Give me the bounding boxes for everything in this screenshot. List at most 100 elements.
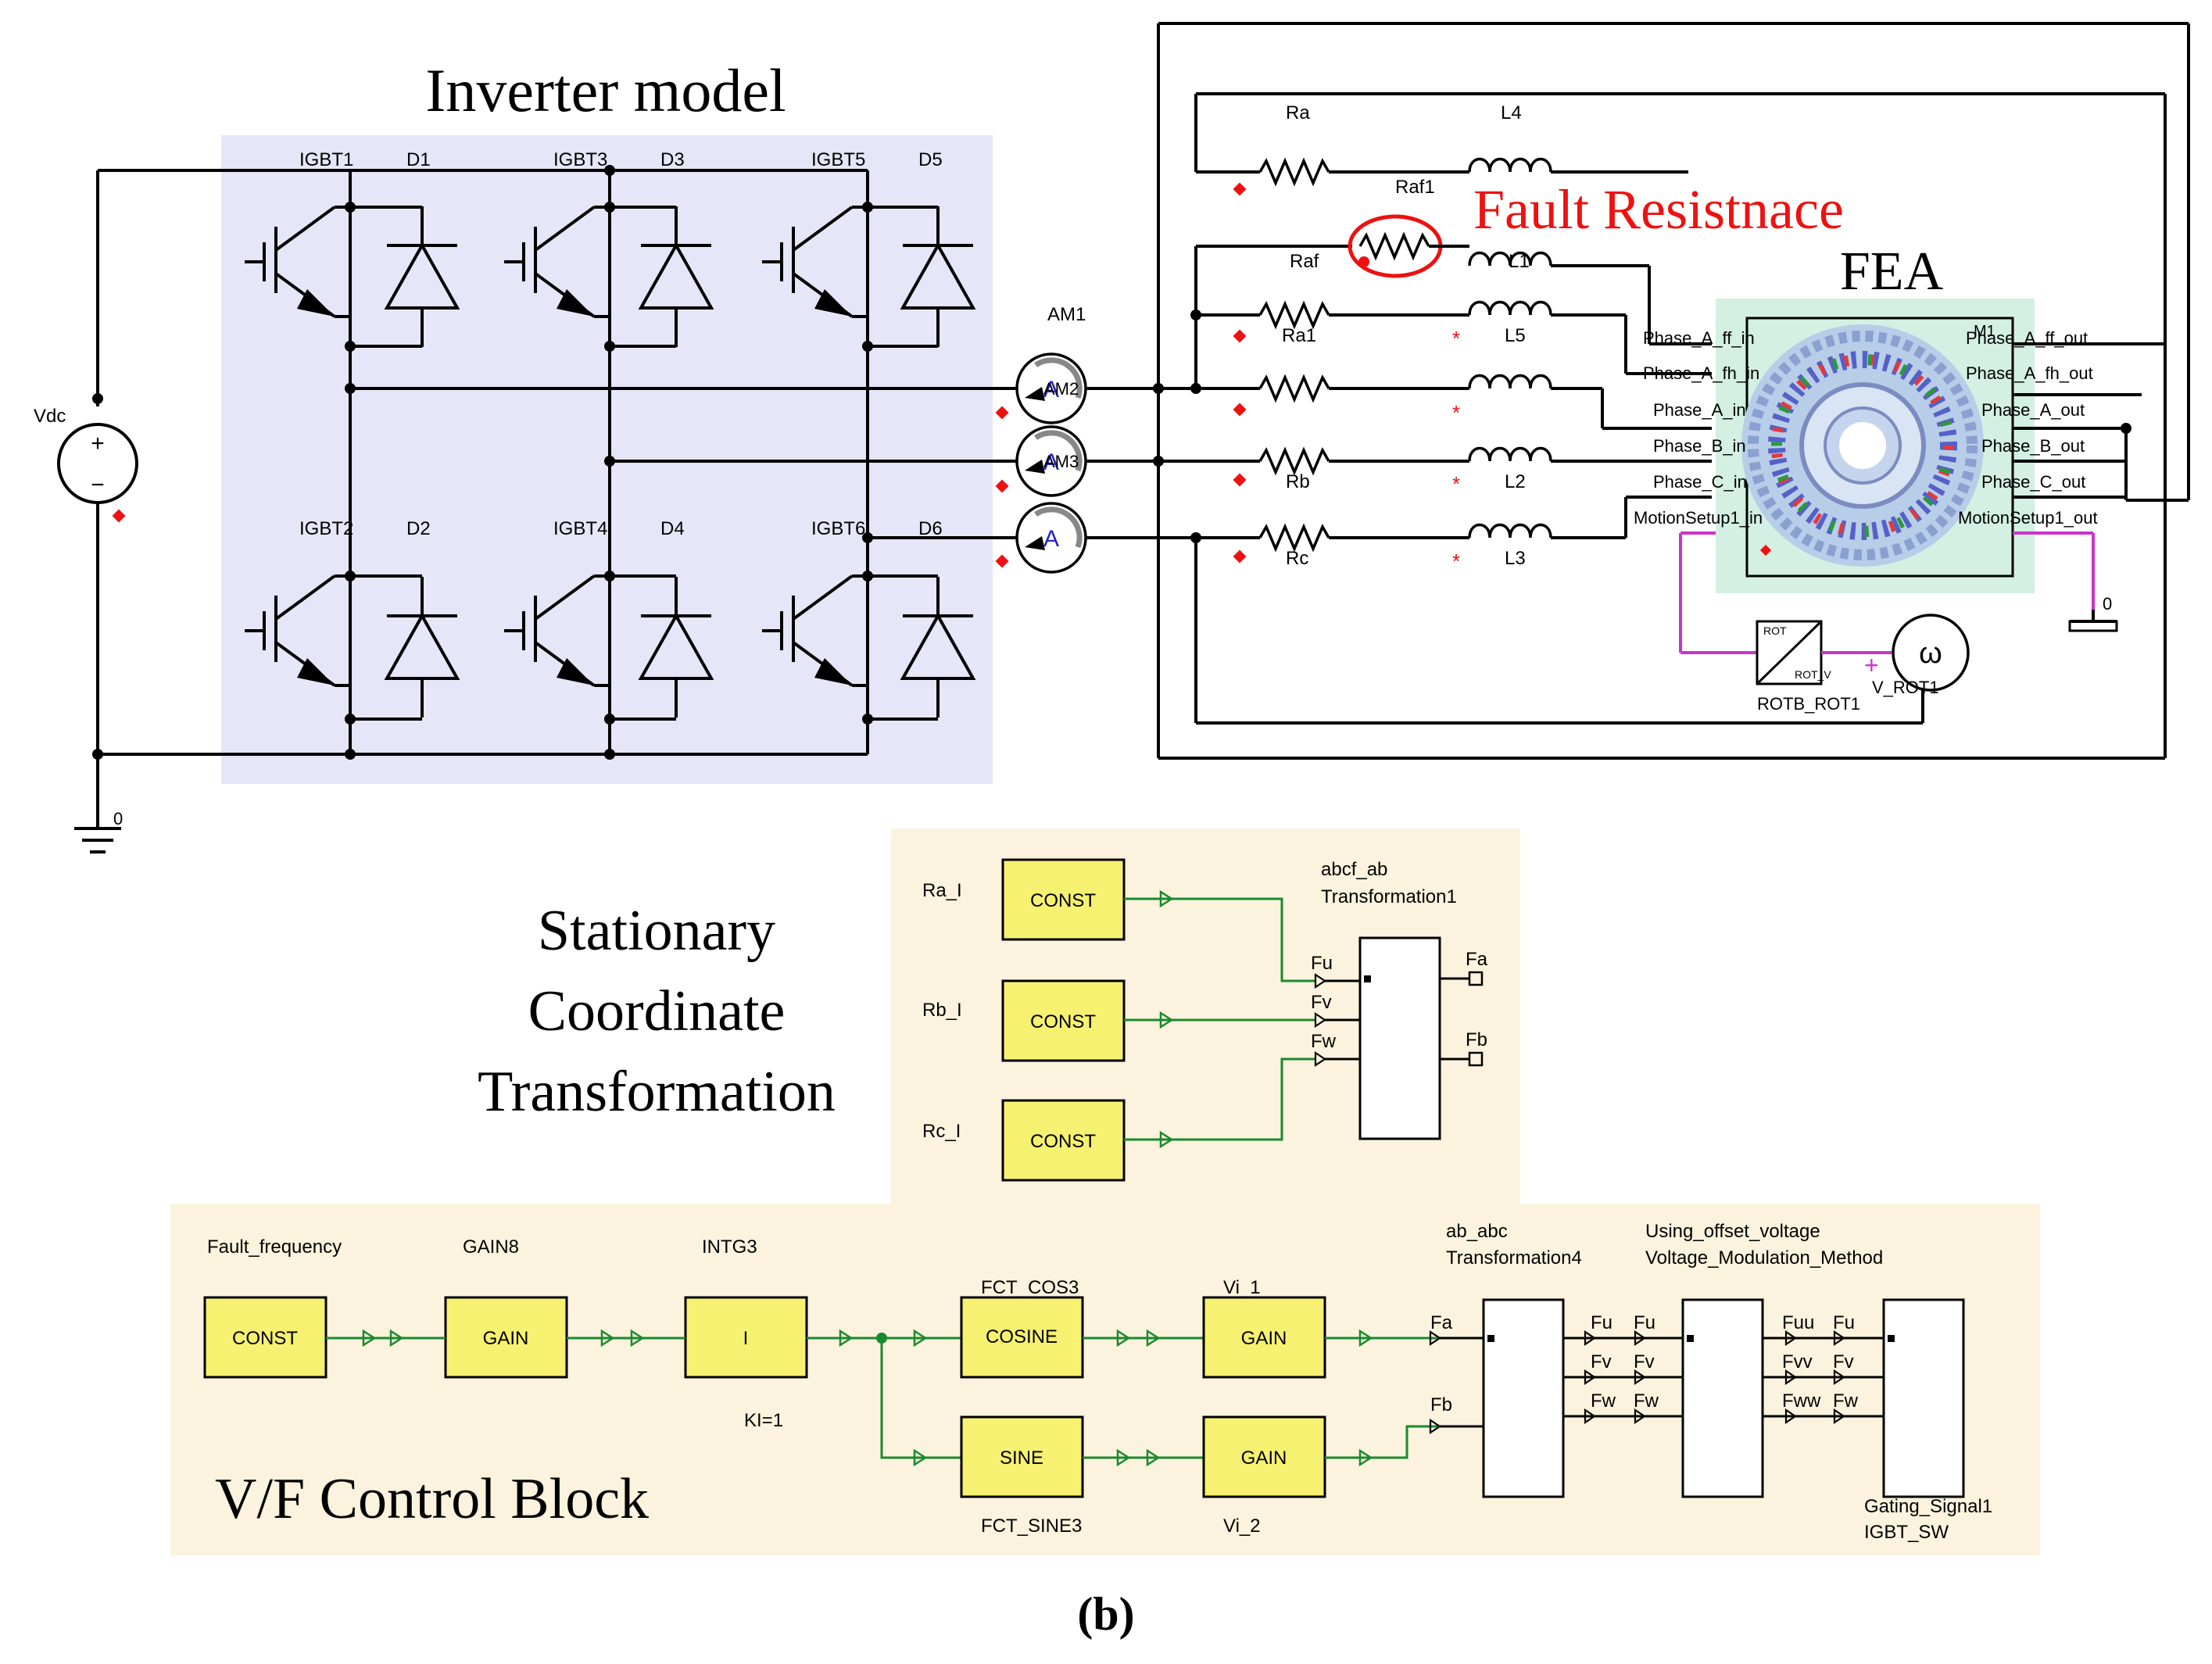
svg-text:−: − bbox=[91, 472, 105, 498]
port-fa-out: Fa bbox=[1466, 949, 1488, 970]
const-block-frequency: CONST bbox=[203, 1296, 328, 1379]
rc-label: Rc bbox=[1286, 548, 1308, 569]
in-fw-2: Fw bbox=[1634, 1390, 1659, 1412]
port-fu-1: Fu bbox=[1311, 953, 1333, 974]
vi1-label: Vi_1 bbox=[1223, 1277, 1261, 1298]
l3-label: L3 bbox=[1505, 548, 1526, 569]
svg-text:*: * bbox=[1452, 549, 1460, 573]
d3-label: D3 bbox=[660, 149, 685, 170]
inverter-leg-2 bbox=[503, 165, 1016, 760]
svg-text:*: * bbox=[1452, 327, 1460, 350]
port-phase-b-out: Phase_B_out bbox=[1981, 436, 2085, 456]
ra-i-label: Ra_I bbox=[922, 880, 962, 901]
ammeter-2: A AM3 bbox=[1017, 427, 1086, 496]
ra-label: Ra bbox=[1286, 102, 1310, 123]
gain-block-vi2: GAIN bbox=[1202, 1415, 1326, 1498]
svg-text:AM2: AM2 bbox=[1043, 379, 1079, 399]
l5-label: L5 bbox=[1505, 325, 1526, 346]
panel-label: (b) bbox=[1077, 1588, 1134, 1640]
svg-text:COSINE: COSINE bbox=[986, 1326, 1058, 1347]
control-region bbox=[170, 828, 2040, 1555]
raf1-label: Raf1 bbox=[1395, 177, 1435, 198]
inductor-l2 bbox=[1468, 446, 1552, 463]
port-fw-1: Fw bbox=[1311, 1031, 1337, 1052]
ground-symbol bbox=[74, 827, 121, 853]
modulation-block bbox=[1681, 1298, 1764, 1498]
ground-label-fea: 0 bbox=[2103, 594, 2112, 614]
motor-cross-section-icon bbox=[1741, 324, 1984, 567]
l4-label: L4 bbox=[1501, 102, 1522, 123]
igbt3-label: IGBT3 bbox=[553, 149, 607, 170]
inductor-phase-a bbox=[1468, 374, 1552, 390]
gain8-label: GAIN8 bbox=[463, 1236, 519, 1258]
port-motion-in: MotionSetup1_in bbox=[1634, 508, 1763, 528]
fct-cos3-label: FCT_COS3 bbox=[981, 1277, 1079, 1298]
svg-text:*: * bbox=[1452, 472, 1460, 496]
port-phase-c-out: Phase_C_out bbox=[1981, 472, 2085, 492]
port-fb-out: Fb bbox=[1466, 1029, 1487, 1050]
speed-source-label: V_ROT1 bbox=[1872, 678, 1939, 697]
ab-abc-label: ab_abc bbox=[1446, 1221, 1508, 1242]
rc-i-label: Rc_I bbox=[922, 1121, 961, 1142]
port-phase-a-ff-in: Phase_A_ff_in bbox=[1643, 328, 1755, 348]
svg-text:+: + bbox=[91, 431, 105, 456]
fea-tag: M1 bbox=[1974, 323, 1995, 340]
igbt1-label: IGBT1 bbox=[299, 149, 353, 170]
port-fa-in: Fa bbox=[1430, 1312, 1453, 1333]
ammeter-1: A AM2 bbox=[1017, 354, 1086, 423]
gating-signal-label: Gating_Signal1 bbox=[1864, 1496, 1992, 1517]
cosine-block: COSINE bbox=[960, 1296, 1084, 1379]
igbt6-label: IGBT6 bbox=[811, 518, 865, 539]
svg-text:ROT_V: ROT_V bbox=[1795, 668, 1831, 681]
transformation1-label: Transformation1 bbox=[1321, 886, 1457, 907]
stationary-title-3: Transformation bbox=[478, 1060, 836, 1124]
l2-label: L2 bbox=[1505, 471, 1526, 492]
in-fv-2: Fv bbox=[1634, 1351, 1655, 1372]
out-fww: Fww bbox=[1782, 1390, 1821, 1412]
port-phase-b-in: Phase_B_in bbox=[1653, 436, 1746, 456]
d1-label: D1 bbox=[406, 149, 431, 170]
const-block-ra: CONST bbox=[1001, 858, 1126, 941]
svg-text:ROT: ROT bbox=[1763, 624, 1787, 637]
d6-label: D6 bbox=[918, 518, 943, 539]
integrator-block: I bbox=[684, 1296, 808, 1379]
svg-text:SINE: SINE bbox=[1000, 1448, 1043, 1469]
svg-text:AM3: AM3 bbox=[1043, 452, 1079, 471]
vdc-label: Vdc bbox=[34, 406, 66, 427]
sine-block: SINE bbox=[960, 1415, 1084, 1498]
ab-abc-block bbox=[1482, 1298, 1565, 1498]
stationary-title-1: Stationary bbox=[538, 899, 775, 963]
inverter-leg-3 bbox=[761, 170, 1016, 754]
rb-label: Rb bbox=[1286, 471, 1310, 492]
const-block-rb: CONST bbox=[1001, 979, 1126, 1062]
port-phase-a-out: Phase_A_out bbox=[1981, 400, 2085, 420]
transformation4-label: Transformation4 bbox=[1446, 1247, 1582, 1269]
fea-title: FEA bbox=[1840, 242, 1944, 302]
vf-control-title: V/F Control Block bbox=[215, 1467, 649, 1531]
stationary-title-2: Coordinate bbox=[528, 979, 786, 1043]
gating-signal-block bbox=[1882, 1298, 1965, 1498]
inductor-l3 bbox=[1468, 523, 1552, 539]
out-fv-1: Fv bbox=[1591, 1351, 1612, 1372]
modulation-method-label: Voltage_Modulation_Method bbox=[1645, 1247, 1883, 1269]
port-motion-out: MotionSetup1_out bbox=[1958, 508, 2098, 528]
speed-plus: + bbox=[1864, 651, 1879, 679]
fct-sine3-label: FCT_SINE3 bbox=[981, 1515, 1082, 1537]
svg-text:GAIN: GAIN bbox=[1241, 1448, 1287, 1469]
ra1-label: Ra1 bbox=[1282, 325, 1316, 346]
ground-label-dc: 0 bbox=[113, 809, 123, 828]
igbt5-label: IGBT5 bbox=[811, 149, 865, 170]
inverter-title: Inverter model bbox=[425, 56, 786, 124]
port-phase-a-fh-in: Phase_A_fh_in bbox=[1643, 363, 1759, 383]
d2-label: D2 bbox=[406, 518, 431, 539]
svg-text:*: * bbox=[1452, 401, 1460, 424]
offset-voltage-label: Using_offset_voltage bbox=[1645, 1221, 1820, 1242]
igbt4-label: IGBT4 bbox=[553, 518, 607, 539]
gain-block-vi1: GAIN bbox=[1202, 1296, 1326, 1379]
abcf-ab-block bbox=[1358, 936, 1441, 1140]
l1-label: L1 bbox=[1509, 251, 1530, 272]
svg-text:I: I bbox=[743, 1328, 749, 1349]
svg-text:A: A bbox=[1043, 377, 1059, 403]
d4-label: D4 bbox=[660, 518, 685, 539]
port-fv-1: Fv bbox=[1311, 992, 1332, 1013]
